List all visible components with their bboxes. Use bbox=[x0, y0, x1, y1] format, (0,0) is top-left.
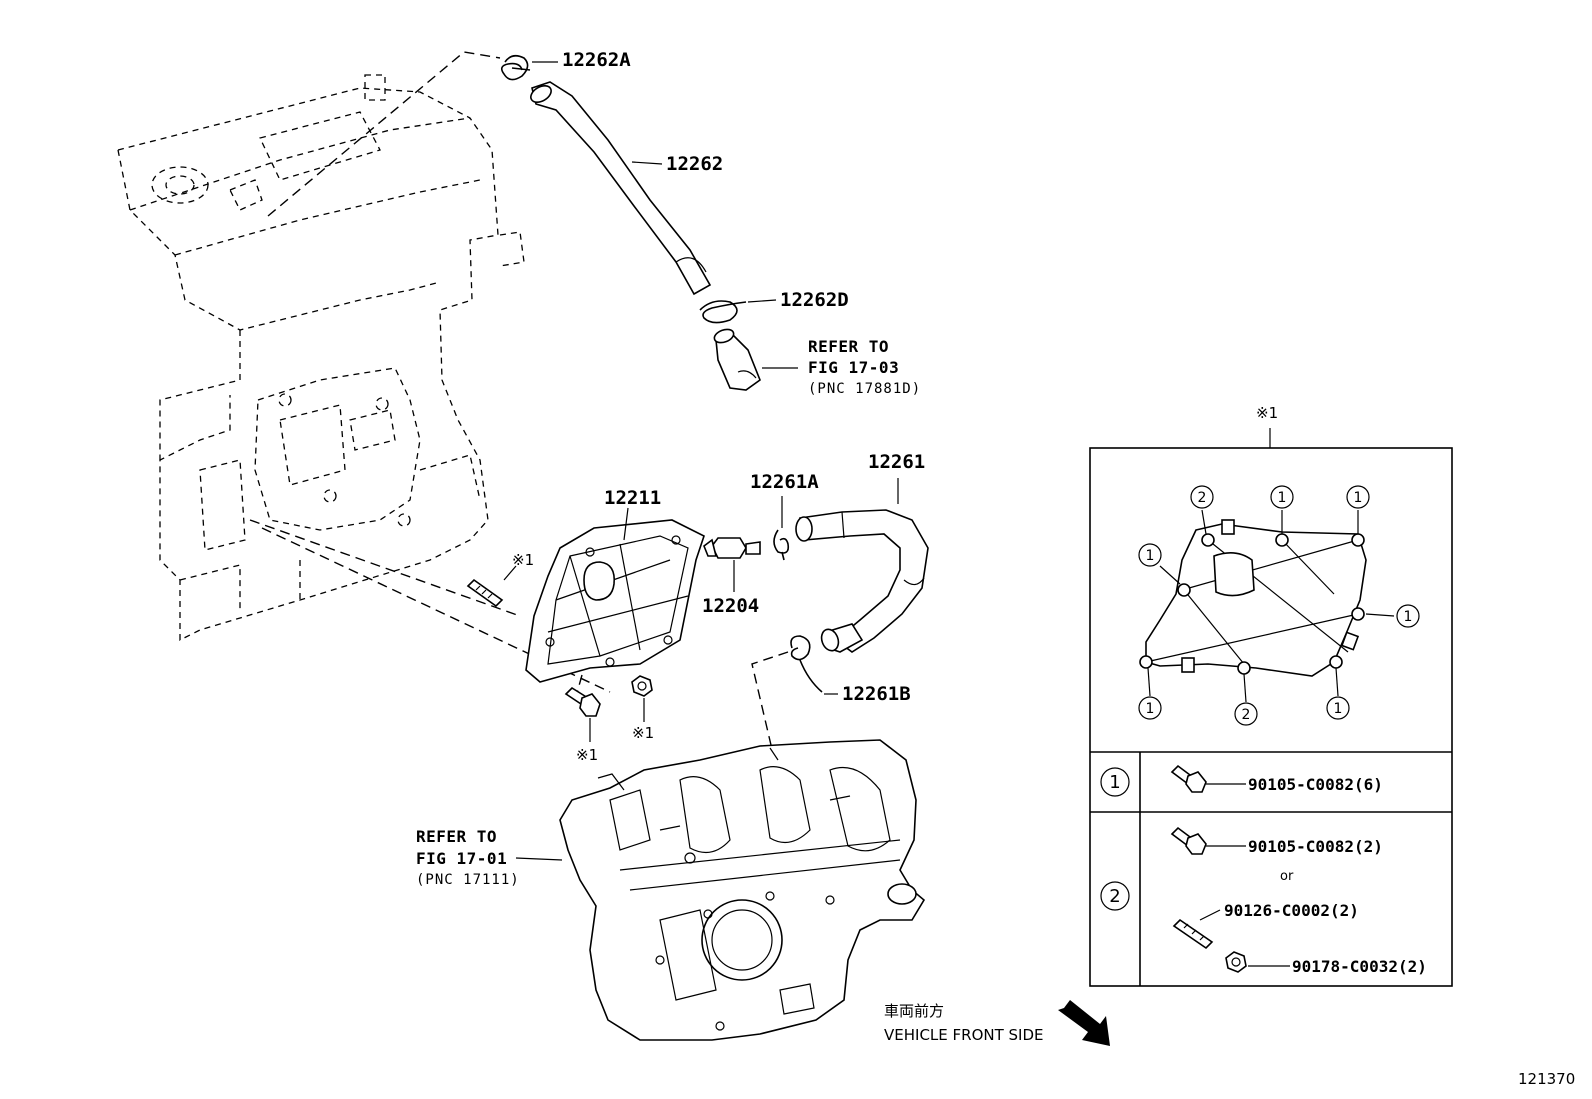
pcv-connector bbox=[713, 328, 761, 391]
inset-mark-d: 1 bbox=[1146, 548, 1155, 564]
fastener-inset: ※1 bbox=[1089, 404, 1453, 987]
stud-bolt bbox=[466, 578, 504, 608]
row1-key: 1 bbox=[1109, 772, 1120, 793]
refer-pcv-line2: FIG 17-03 bbox=[808, 358, 899, 377]
refer-manifold-line2: FIG 17-01 bbox=[416, 849, 507, 868]
inset-mark-c: 1 bbox=[1354, 490, 1363, 506]
cover-12211 bbox=[525, 519, 705, 683]
part-number-12262A: 12262A bbox=[562, 49, 631, 71]
leader-12262D bbox=[747, 299, 777, 303]
refer-manifold-line3: (PNC 17111) bbox=[416, 872, 520, 888]
refer-manifold-line1: REFER TO bbox=[416, 827, 497, 846]
row2-part-number-nut: 90178-C0032(2) bbox=[1292, 957, 1427, 976]
inset-cover-outline bbox=[1145, 519, 1367, 677]
cover-alignment-leader-upper bbox=[249, 519, 521, 617]
row2-part-number-bolt: 90105-C0082(2) bbox=[1248, 837, 1383, 856]
clip-12261A bbox=[773, 529, 790, 561]
leader-12211 bbox=[623, 507, 629, 541]
inset-mark-a: 2 bbox=[1198, 490, 1207, 506]
inset-mark-f: 1 bbox=[1146, 701, 1155, 717]
hose-12261 bbox=[795, 509, 929, 653]
vehicle-front-arrow-icon bbox=[1058, 1000, 1110, 1046]
part-number-12261: 12261 bbox=[868, 451, 925, 473]
diagram-number: 121370 bbox=[1518, 1070, 1575, 1088]
vehicle-front-japanese: 車両前方 bbox=[884, 1002, 944, 1020]
part-number-12261A: 12261A bbox=[750, 471, 819, 493]
intake-manifold bbox=[559, 739, 926, 1041]
leader-stud-star bbox=[503, 565, 517, 581]
stud-90126-icon bbox=[1172, 918, 1214, 950]
nut-90178-icon bbox=[1225, 951, 1247, 973]
row2-part-number-stud: 90126-C0002(2) bbox=[1224, 901, 1359, 920]
pcv-valve-12204 bbox=[703, 537, 761, 559]
part-number-12211: 12211 bbox=[604, 487, 661, 509]
inset-star-mark: ※1 bbox=[1256, 404, 1278, 422]
nut bbox=[631, 675, 653, 697]
leader-refer-manifold bbox=[515, 857, 563, 861]
clip-12261B bbox=[790, 635, 823, 693]
inset-mark-h: 2 bbox=[1242, 707, 1251, 723]
refer-pcv-line3: (PNC 17881D) bbox=[808, 381, 921, 397]
bolt-90105-icon bbox=[1170, 764, 1207, 793]
hose-12262 bbox=[530, 81, 712, 296]
leader-12262 bbox=[631, 161, 663, 165]
row2-key: 2 bbox=[1109, 886, 1120, 907]
part-number-12262: 12262 bbox=[666, 153, 723, 175]
inset-mark-g: 1 bbox=[1334, 701, 1343, 717]
inset-mark-e: 1 bbox=[1404, 609, 1413, 625]
row2-or: or bbox=[1280, 869, 1294, 884]
clip-12262D bbox=[699, 300, 747, 324]
part-number-12262D: 12262D bbox=[780, 289, 849, 311]
stud-star-mark: ※1 bbox=[512, 551, 534, 569]
bolt-star-mark: ※1 bbox=[576, 746, 598, 764]
refer-pcv-line1: REFER TO bbox=[808, 337, 889, 356]
engine-block-outline bbox=[117, 74, 525, 642]
hose-connection-leader bbox=[267, 51, 501, 217]
bolt bbox=[564, 686, 601, 717]
part-number-12261B: 12261B bbox=[842, 683, 911, 705]
row1-part-number: 90105-C0082(6) bbox=[1248, 775, 1383, 794]
inset-mark-b: 1 bbox=[1278, 490, 1287, 506]
bolt-90105-icon-2 bbox=[1170, 826, 1207, 855]
vehicle-front-english: VEHICLE FRONT SIDE bbox=[884, 1026, 1044, 1044]
nut-star-mark: ※1 bbox=[632, 724, 654, 742]
part-number-12204: 12204 bbox=[702, 595, 759, 617]
clip-12262A bbox=[500, 54, 531, 81]
